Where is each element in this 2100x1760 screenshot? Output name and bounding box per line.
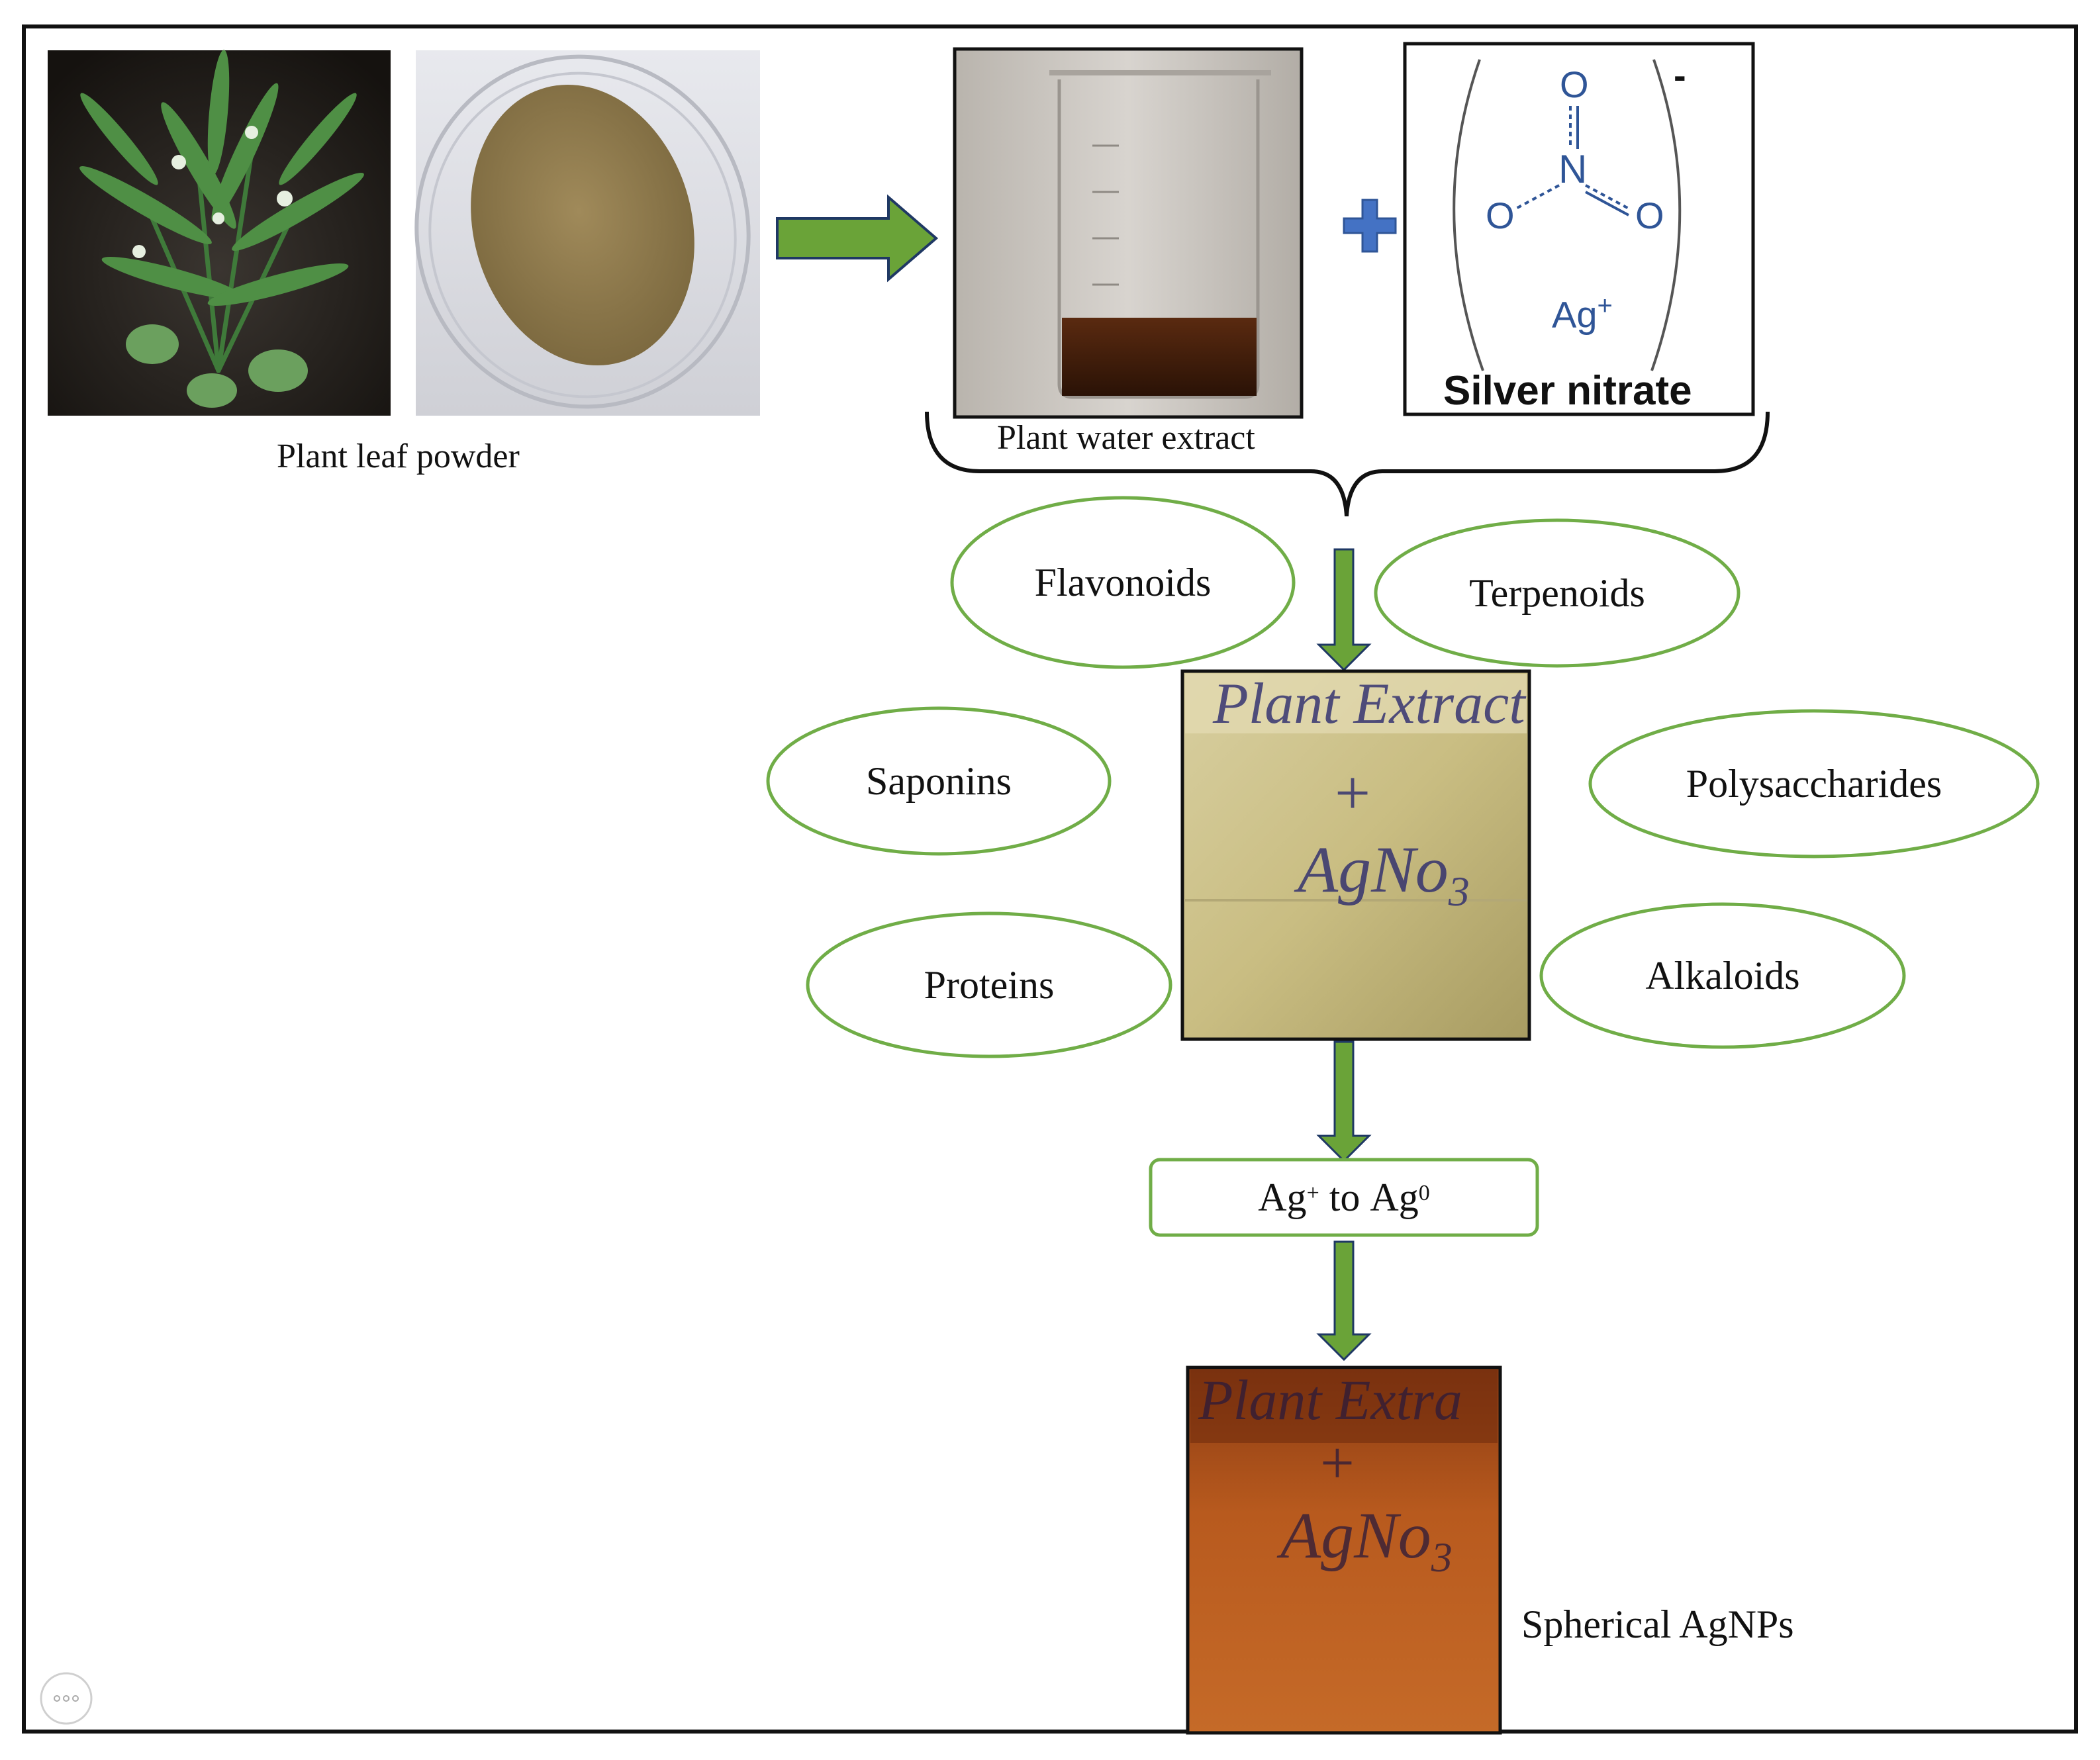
conversion-to: Ag: [1370, 1175, 1419, 1219]
arrow-right: [776, 194, 939, 283]
conversion-to-charge: 0: [1418, 1181, 1430, 1205]
ellipse-proteins: [806, 911, 1172, 1058]
conversion-from-charge: +: [1306, 1181, 1319, 1205]
agnp-handwriting-formula: AgNo: [1280, 1499, 1431, 1572]
mixture-handwriting-1: Plant Extract: [1213, 672, 1525, 736]
ellipse-saponins: [766, 706, 1112, 856]
arrow-down-2: [1316, 1041, 1372, 1163]
flavonoids-label: Flavonoids: [1034, 560, 1212, 604]
agnp-handwriting-2: +: [1320, 1429, 1355, 1497]
plus-icon: [1343, 199, 1397, 253]
agnp-handwriting-1: Plant Extra: [1198, 1368, 1462, 1432]
arrow-down-3: [1316, 1240, 1372, 1362]
grouping-brace: [925, 411, 1770, 517]
mixture-handwriting-3: AgNo3: [1298, 837, 1470, 913]
ellipse-flavonoids: [950, 496, 1296, 669]
mixture-handwriting-sub: 3: [1448, 868, 1470, 915]
ellipse-alkaloids: [1539, 902, 1906, 1049]
plant-water-extract-label: Plant water extract: [997, 419, 1255, 457]
polysaccharides-label: Polysaccharides: [1686, 761, 1942, 806]
plant-photo: [48, 50, 391, 416]
conversion-connector: to: [1319, 1175, 1370, 1219]
agnp-handwriting-3: AgNo3: [1280, 1503, 1453, 1579]
ellipse-terpenoids: [1374, 518, 1741, 668]
figure-frame: [22, 24, 2078, 1734]
conversion-from: Ag: [1258, 1175, 1307, 1219]
mixture-handwriting-formula: AgNo: [1298, 833, 1449, 906]
silver-cation: Ag+: [1552, 293, 1613, 334]
arrow-down-1: [1316, 548, 1372, 672]
silver-cation-charge: +: [1597, 291, 1613, 320]
mixture-beaker-photo: [1180, 669, 1531, 1041]
nitrate-oxygen-left: O: [1486, 195, 1515, 236]
nitrate-oxygen-right: O: [1635, 195, 1664, 236]
silver-nitrate-panel: [1403, 42, 1755, 416]
nitrate-nitrogen: N: [1558, 147, 1588, 191]
more-options-icon[interactable]: [40, 1672, 93, 1725]
nitrate-charge-minus: -: [1674, 54, 1686, 96]
extract-beaker-photo: [953, 47, 1304, 419]
saponins-label: Saponins: [865, 759, 1012, 803]
mixture-handwriting-2: +: [1335, 757, 1371, 828]
proteins-label: Proteins: [924, 962, 1055, 1007]
agnp-handwriting-sub: 3: [1431, 1534, 1453, 1581]
spherical-agnps-label: Spherical AgNPs: [1521, 1602, 1794, 1646]
plant-leaf-powder-label: Plant leaf powder: [277, 438, 520, 475]
silver-cation-symbol: Ag: [1552, 293, 1598, 336]
conversion-box-frame: [1149, 1158, 1539, 1237]
nitrate-oxygen-top: O: [1560, 64, 1589, 105]
alkaloids-label: Alkaloids: [1645, 953, 1800, 997]
silver-nitrate-title: Silver nitrate: [1443, 368, 1692, 414]
powder-photo: [414, 50, 760, 416]
ellipse-polysaccharides: [1588, 709, 2040, 858]
terpenoids-label: Terpenoids: [1469, 571, 1645, 615]
agnp-beaker-photo: [1186, 1366, 1502, 1735]
